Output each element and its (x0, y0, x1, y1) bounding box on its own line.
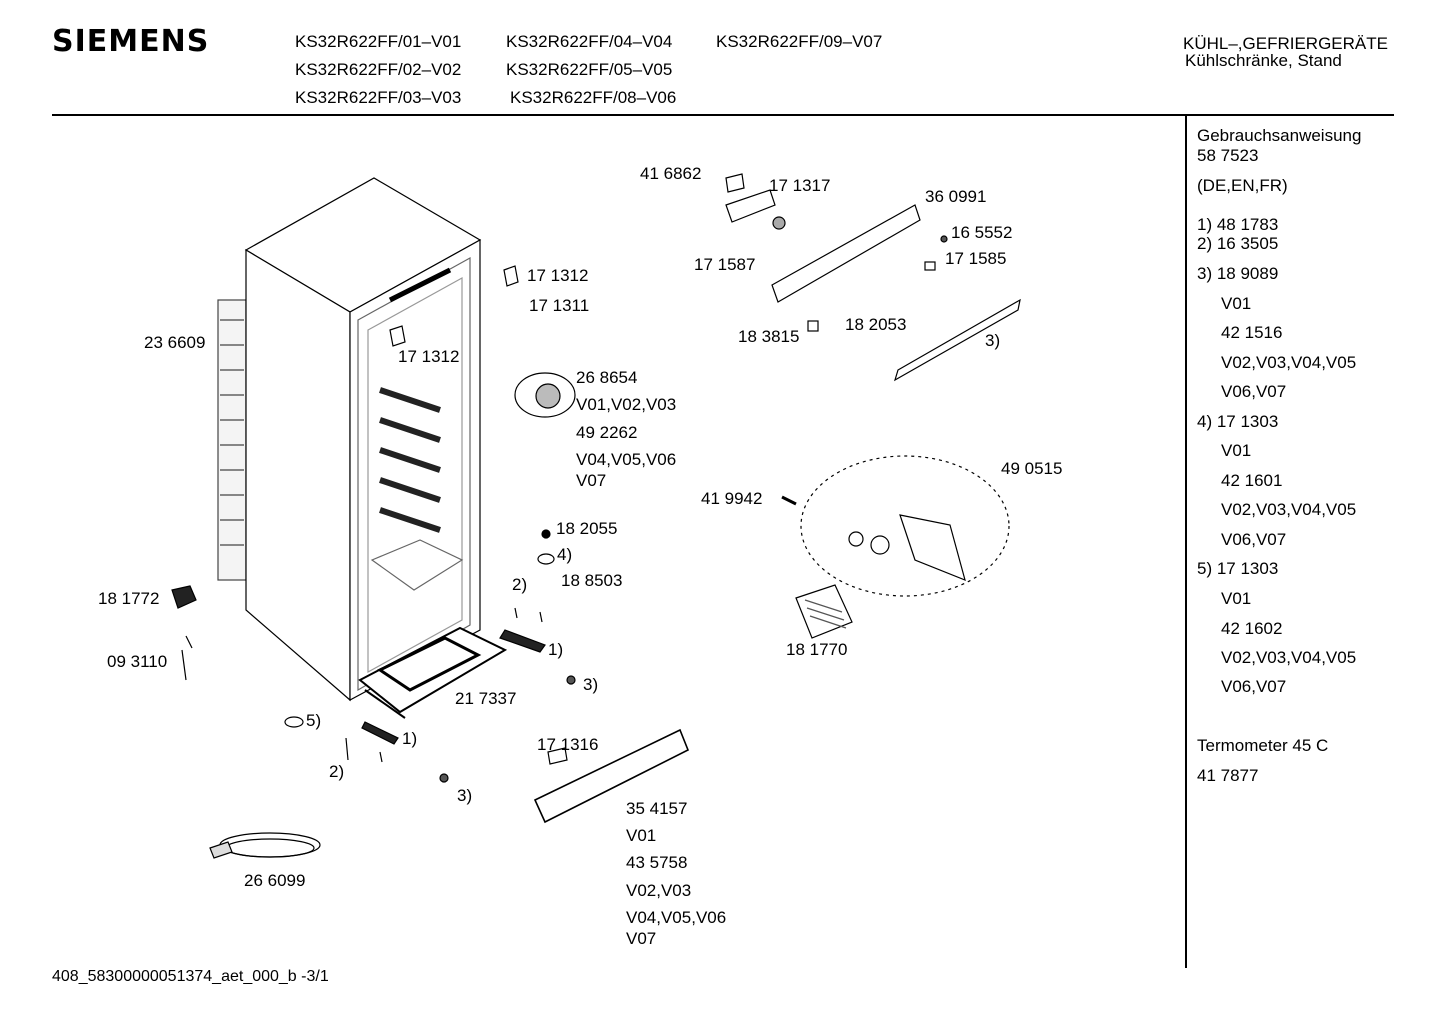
part-label: 3) (457, 786, 473, 805)
part-label: 09 3110 (107, 652, 168, 671)
sidebar-text: 42 1602 (1221, 619, 1283, 638)
hinge-cover-2 (361, 721, 399, 745)
part-label: 26 8654 (576, 368, 638, 387)
thermostat-probe (181, 635, 193, 681)
base-grille (533, 728, 690, 824)
sidebar-text: V01 (1221, 441, 1252, 460)
power-cord (209, 832, 321, 859)
part-label: 2) (512, 575, 528, 594)
part-label: V07 (576, 471, 607, 490)
part-label: 1) (402, 729, 418, 748)
part-label: 41 9942 (701, 489, 763, 508)
light-bulb (781, 495, 797, 506)
part-label: 17 1312 (527, 266, 589, 285)
refrigerator-cabinet (244, 177, 482, 702)
model-number: KS32R622FF/04–V04 (506, 32, 673, 51)
screws (345, 607, 543, 763)
part-label: 16 5552 (951, 223, 1013, 242)
part-label: 18 3815 (738, 327, 800, 346)
relay-part (171, 585, 197, 609)
part-label: 36 0991 (925, 187, 987, 206)
model-number: KS32R622FF/03–V03 (295, 88, 462, 107)
part-label: 2) (329, 762, 345, 781)
lamp-assembly (800, 455, 1010, 597)
fan-cover (514, 372, 576, 418)
part-label: 41 6862 (640, 164, 702, 183)
sidebar-text: V01 (1221, 294, 1252, 313)
sidebar-text: 5) 17 1303 (1197, 559, 1279, 578)
part-label: V07 (626, 929, 657, 948)
part-label: V04,V05,V06 (626, 908, 727, 927)
part-label: 17 1311 (529, 296, 590, 315)
part-label: 17 1312 (398, 347, 460, 366)
part-label: 18 2055 (556, 519, 618, 538)
part-label: 17 1316 (537, 735, 599, 754)
sidebar-text: V06,V07 (1221, 382, 1287, 401)
part-label: 18 1770 (786, 640, 848, 659)
part-label: V02,V03 (626, 881, 692, 900)
part-label: 23 6609 (144, 333, 206, 352)
header-divider (52, 114, 1394, 116)
lamp-cover (795, 584, 853, 639)
model-number: KS32R622FF/08–V06 (510, 88, 677, 107)
part-label: 3) (985, 331, 1001, 350)
sidebar-text: V02,V03,V04,V05 (1221, 353, 1357, 372)
part-label: 3) (583, 675, 599, 694)
bushing (537, 553, 555, 565)
sidebar-text: V02,V03,V04,V05 (1221, 648, 1357, 667)
condenser-coil (217, 299, 247, 581)
sidebar-text: 4) 17 1303 (1197, 412, 1279, 431)
control-panel (725, 173, 1021, 382)
document-id: 408_58300000051374_aet_000_b -3/1 (52, 968, 329, 985)
part-label: 43 5758 (626, 853, 688, 872)
sidebar-text: 58 7523 (1197, 146, 1259, 165)
sidebar-text: V01 (1221, 589, 1252, 608)
model-number: KS32R622FF/09–V07 (716, 32, 883, 51)
part-label: 17 1587 (694, 255, 756, 274)
part-label: 18 2053 (845, 315, 907, 334)
hinge-mid (389, 325, 406, 347)
part-label: 1) (548, 640, 564, 659)
drawer-tray (358, 626, 508, 719)
sidebar-text: 2) 16 3505 (1197, 234, 1279, 253)
part-label: 18 1772 (98, 589, 160, 608)
part-label: 4) (557, 545, 573, 564)
sidebar-text: 1) 48 1783 (1197, 215, 1279, 234)
sidebar-text: V02,V03,V04,V05 (1221, 500, 1357, 519)
part-label: V01,V02,V03 (576, 395, 677, 414)
sidebar-text: Gebrauchsanweisung (1197, 126, 1362, 145)
hinge-top (503, 265, 519, 287)
part-label: 35 4157 (626, 799, 688, 818)
model-number: KS32R622FF/01–V01 (295, 32, 462, 51)
sidebar-text: 42 1601 (1221, 471, 1283, 490)
part-label: 26 6099 (244, 871, 306, 890)
bolt (541, 529, 551, 539)
part-label: 49 2262 (576, 423, 638, 442)
sidebar-text: 42 1516 (1221, 323, 1283, 342)
sidebar-text: (DE,EN,FR) (1197, 176, 1288, 195)
clip-5 (284, 716, 304, 728)
category-title: KÜHL–,GEFRIERGERÄTE (1183, 34, 1388, 53)
part-label: 18 8503 (561, 571, 623, 590)
part-label: 21 7337 (455, 689, 517, 708)
part-label: 49 0515 (1001, 459, 1063, 478)
model-number: KS32R622FF/02–V02 (295, 60, 462, 79)
sidebar-text: Termometer 45 C (1197, 736, 1329, 755)
part-label: 17 1585 (945, 249, 1007, 268)
category-subtitle: Kühlschränke, Stand (1185, 51, 1342, 70)
sidebar-text: 3) 18 9089 (1197, 264, 1279, 283)
model-number: KS32R622FF/05–V05 (506, 60, 673, 79)
siemens-logo: SIEMENS (52, 24, 210, 59)
part-label: V04,V05,V06 (576, 450, 677, 469)
sidebar-text: 41 7877 (1197, 766, 1259, 785)
sidebar-text: V06,V07 (1221, 677, 1287, 696)
sidebar-divider (1185, 116, 1187, 968)
hinge-cover-1 (499, 629, 546, 653)
part-label: 5) (306, 711, 322, 730)
part-label: V01 (626, 826, 657, 845)
sidebar-text: V06,V07 (1221, 530, 1287, 549)
part-label: 17 1317 (769, 176, 831, 195)
